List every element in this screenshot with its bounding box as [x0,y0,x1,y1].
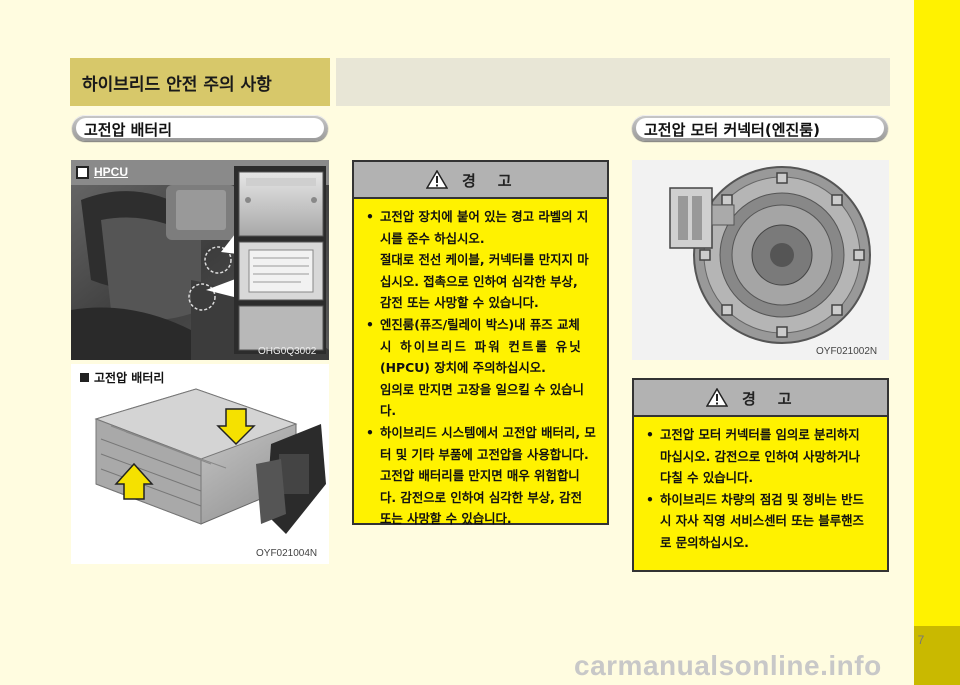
warning1-item-3-line: 다. 감전으로 인하여 심각한 부상, 감전 [380,489,582,505]
warning1-item-3-line: 또는 사망할 수 있습니다. [380,511,512,527]
motor-caption: OYF021002N [816,346,878,357]
warning1-item-1-line: 감전 또는 사망할 수 있습니다. [380,295,539,311]
section-title-battery: 고전압 배터리 [72,115,328,141]
hpcu-marker-icon [76,166,89,179]
watermark: carmanualsonline.info [574,650,882,681]
warning2-item-2-line: 로 문의하십시오. [660,534,749,550]
warning-box-1-body: 고전압 장치에 붙어 있는 경고 라벨의 지 시를 준수 하십시오. 절대로 전… [366,206,597,530]
warning2-item-2-line: 시 자사 직영 서비스센터 또는 블루핸즈 [660,513,864,529]
warning-box-1: 경고 고전압 장치에 붙어 있는 경고 라벨의 지 시를 준수 하십시오. 절대… [352,160,609,526]
section-title-motor-text: 고전압 모터 커넥터(엔진룸) [644,121,820,139]
side-tab [914,626,960,685]
warning2-item-1-line: 고전압 모터 커넥터를 임의로 분리하지 [660,427,860,442]
warning1-item-3-line: 터 및 기타 부품에 고전압을 사용합니다. [380,446,589,462]
warning1-item-3: 하이브리드 시스템에서 고전압 배터리, 모 [366,422,597,444]
warning2-item-1: 고전압 모터 커넥터를 임의로 분리하지 [646,424,877,446]
warning1-item-2-line: 시 하이브리드 파워 컨트롤 유닛 [380,338,583,354]
warning1-item-3-line: 하이브리드 시스템에서 고전압 배터리, 모 [380,424,596,440]
battery-photo [71,364,329,564]
page-number: 7 [917,633,925,647]
warning1-item-1-line: 고전압 장치에 붙어 있는 경고 라벨의 지 [380,209,589,224]
warning2-item-2-line: 하이브리드 차량의 점검 및 정비는 반드 [660,491,864,507]
warning-box-1-title: 경고 [462,172,534,190]
hpcu-caption: OHG0Q3002 [258,346,317,357]
warning2-item-1-line: 마십시오. 감전으로 인하여 사망하거나 [660,448,861,464]
warning1-item-2-line: 임의로 만지면 고장을 일으킬 수 있습니다. [380,381,584,419]
warning1-item-2: 엔진룸(퓨즈/릴레이 박스)내 퓨즈 교체 [366,314,597,336]
section-title-battery-text: 고전압 배터리 [84,121,173,139]
hpcu-label: HPCU [94,165,129,179]
warning-box-2-header: 경고 [634,380,887,417]
warning1-item-2-line: (HPCU) 장치에 주의하십시오. [380,360,546,376]
warning-box-2-body: 고전압 모터 커넥터를 임의로 분리하지 마십시오. 감전으로 인하여 사망하거… [646,424,877,554]
section-title-motor: 고전압 모터 커넥터(엔진룸) [632,115,888,141]
warning1-item-1: 고전압 장치에 붙어 있는 경고 라벨의 지 [366,206,597,228]
warning1-item-3-line: 고전압 배터리를 만지면 매우 위험합니 [380,468,580,484]
warning1-item-1-line: 십시오. 접촉으로 인하여 심각한 부상, [380,273,578,289]
warning2-item-1-line: 다칠 수 있습니다. [660,470,754,486]
warning1-item-1-line: 절대로 전선 케이블, 커넥터를 만지지 마 [380,252,589,268]
hpcu-photo [71,160,329,360]
side-strip [914,0,960,685]
header-title: 하이브리드 안전 주의 사항 [82,75,272,95]
warning2-item-2: 하이브리드 차량의 점검 및 정비는 반드 [646,489,877,511]
warning-box-2-title: 경고 [742,390,814,408]
warning-triangle-icon [426,170,448,189]
warning1-item-2-line: 엔진룸(퓨즈/릴레이 박스)내 퓨즈 교체 [380,316,580,332]
warning-triangle-icon [706,388,728,407]
warning-box-1-header: 경고 [354,162,607,199]
battery-marker-icon [80,373,89,382]
motor-photo [632,160,889,360]
battery-caption: OYF021004N [256,548,318,559]
warning1-item-1-line: 시를 준수 하십시오. [380,230,485,246]
battery-label: 고전압 배터리 [94,371,165,385]
warning-box-2: 경고 고전압 모터 커넥터를 임의로 분리하지 마십시오. 감전으로 인하여 사… [632,378,889,572]
header-title-bar [70,58,330,106]
header-bar-right [336,58,890,106]
